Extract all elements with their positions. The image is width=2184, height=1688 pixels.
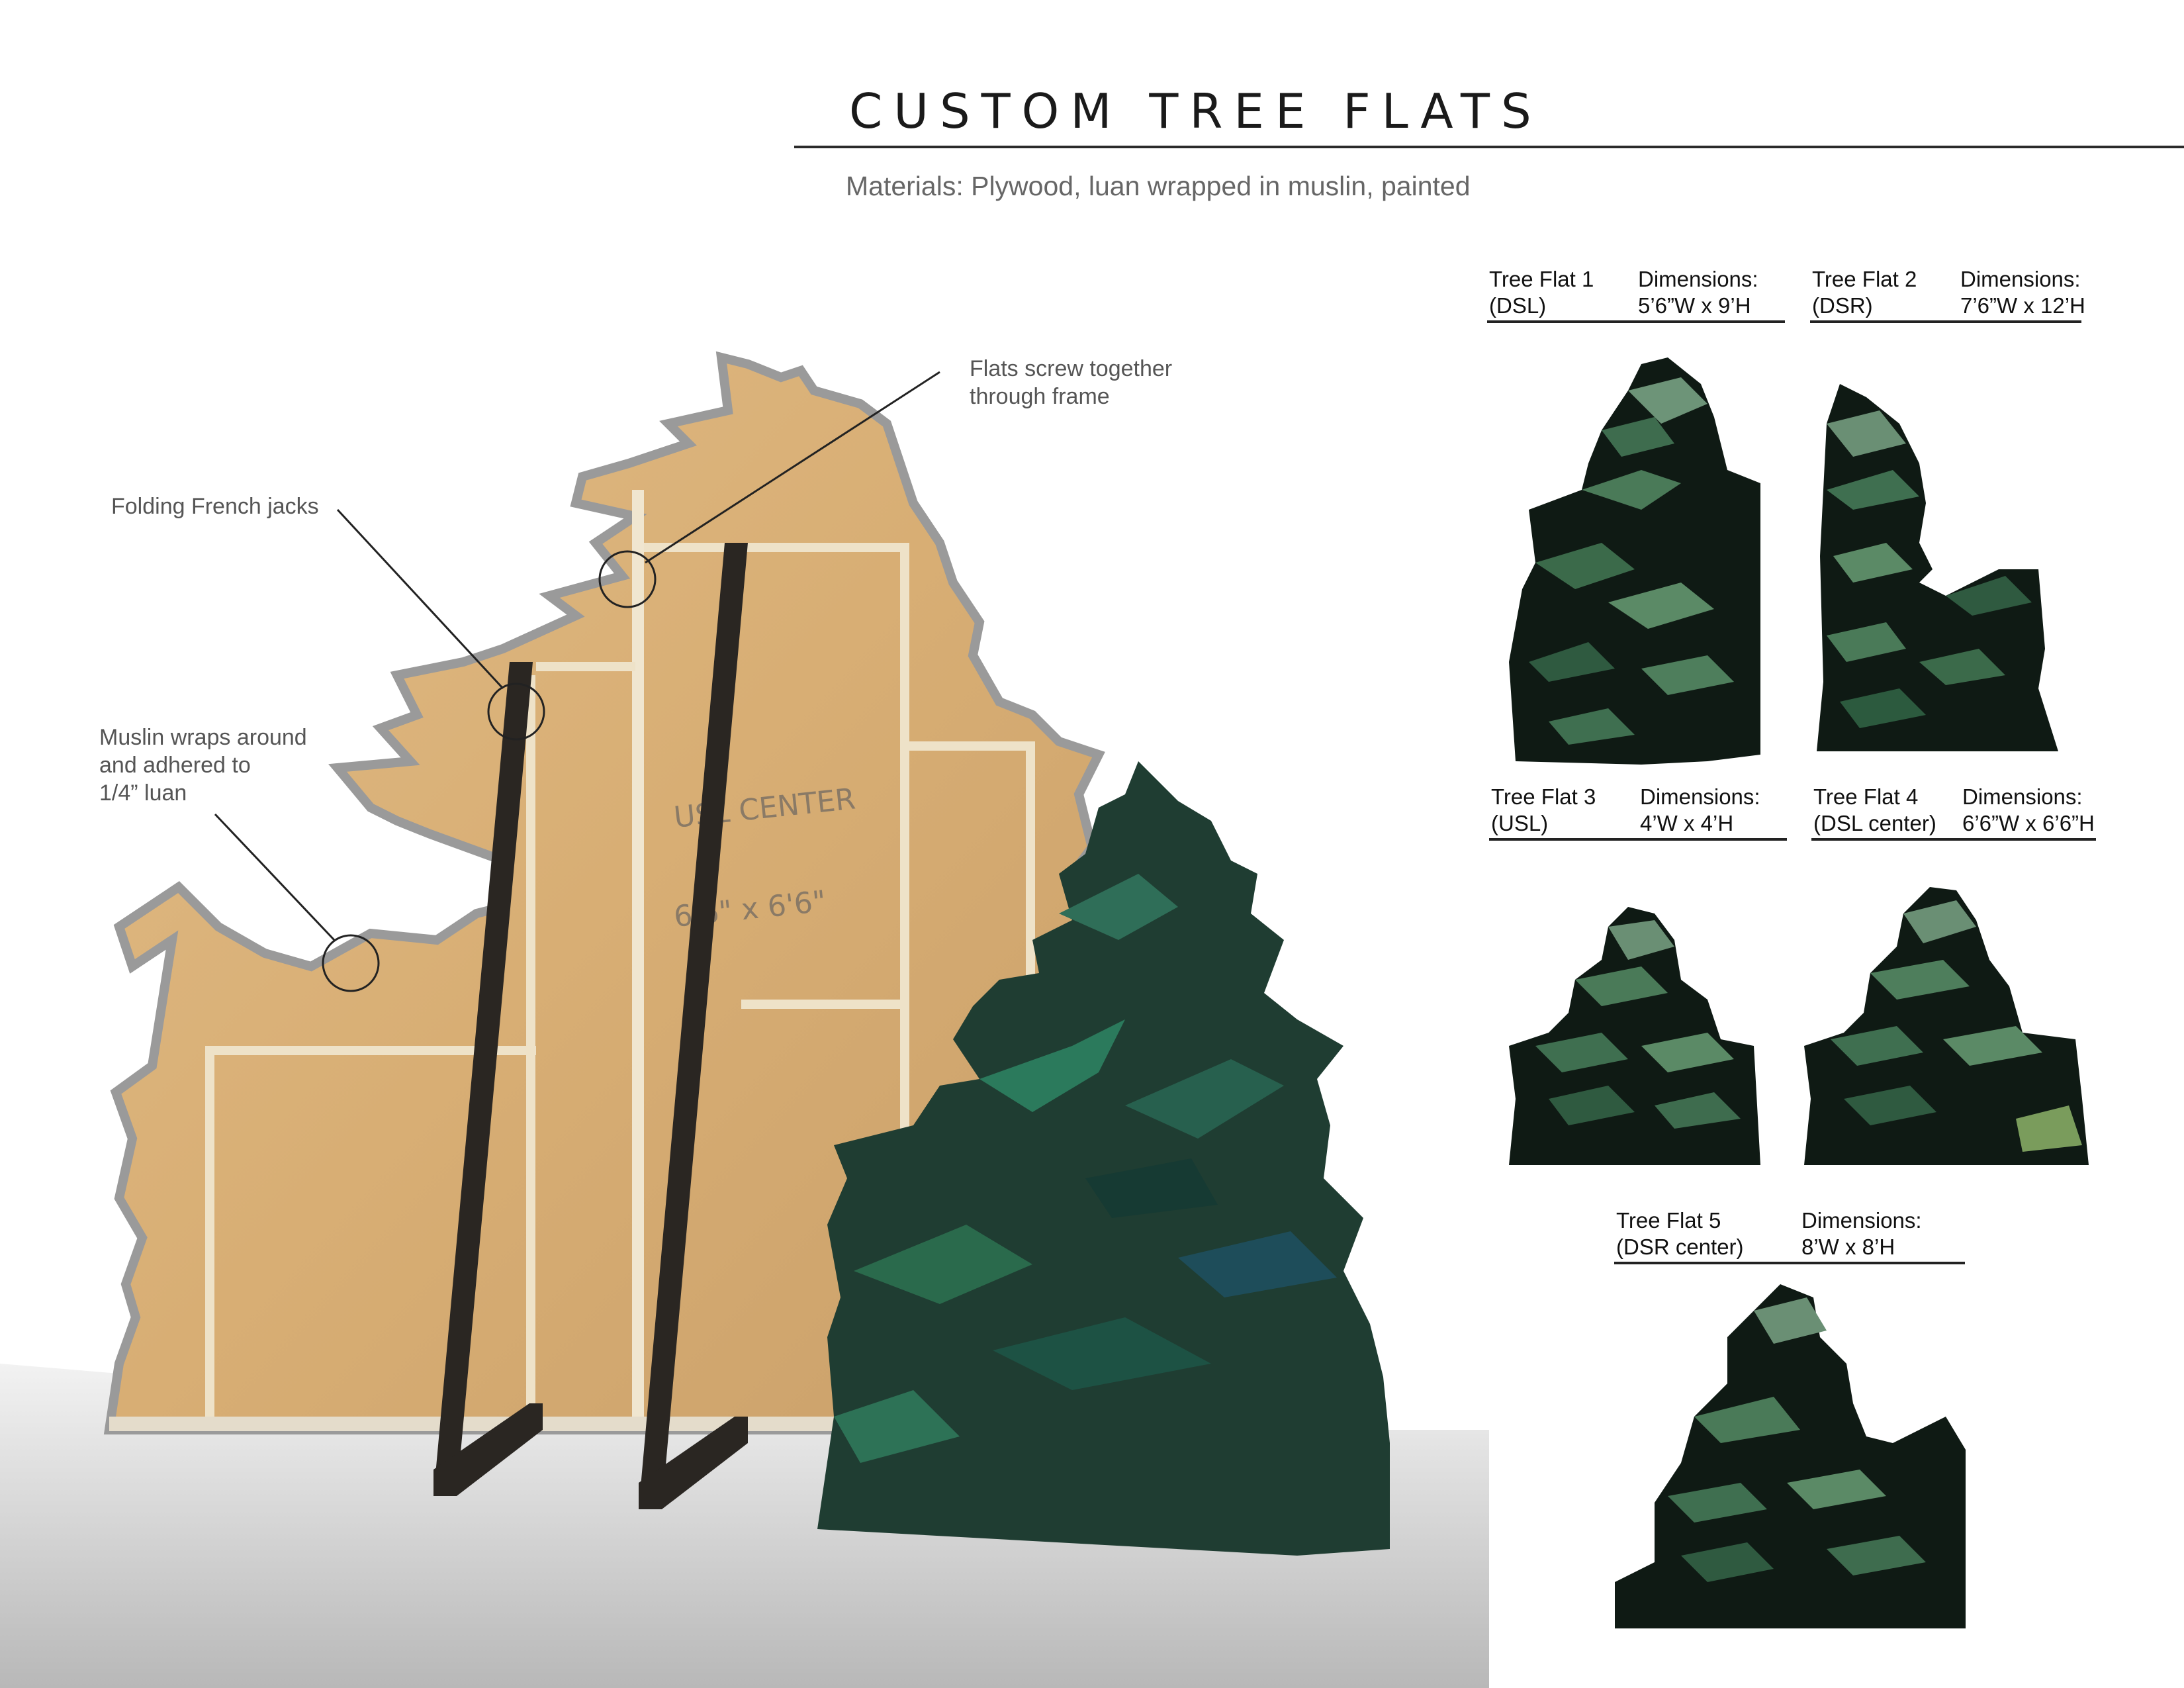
painted-tree-flat-photo [817, 761, 1390, 1556]
tree-flat-4-illustration [1804, 887, 2089, 1165]
french-jacks [433, 543, 748, 1509]
tree-flat-1-name: Tree Flat 1 (DSL) [1489, 267, 1594, 318]
tree-flat-2-dimensions: Dimensions: 7’6”W x 12’H [1960, 267, 2085, 318]
tree-flat-4-rule [1811, 838, 2096, 841]
tree-flat-4-name: Tree Flat 4 (DSL center) [1813, 784, 1936, 835]
tree-flat-5-name: Tree Flat 5 (DSR center) [1616, 1208, 1744, 1259]
callout-leaders [214, 371, 940, 992]
tree-flat-3-dimensions: Dimensions: 4’W x 4’H [1640, 784, 1760, 835]
tree-flat-1-dimensions: Dimensions: 5’6”W x 9’H [1638, 267, 1758, 318]
title-divider [794, 146, 2184, 148]
callout-screw-together: Flats screw together through frame [970, 356, 1173, 409]
tree-flat-5-dimensions: Dimensions: 8’W x 8’H [1801, 1208, 1922, 1259]
materials-line: Materials: Plywood, luan wrapped in musl… [846, 171, 1471, 201]
tree-flat-5-rule [1614, 1262, 1965, 1264]
tree-flat-2-illustration [1817, 384, 2058, 751]
callout-french-jacks: Folding French jacks [111, 494, 319, 519]
tree-flat-4-dimensions: Dimensions: 6’6”W x 6’6”H [1962, 784, 2095, 835]
page-title: CUSTOM TREE FLATS [849, 83, 1543, 139]
construction-photo: USL CENTER 6'6" x 6'6" [0, 351, 1489, 1688]
callout-muslin: Muslin wraps around and adhered to 1/4” … [99, 725, 307, 806]
tree-flat-2-rule [1810, 320, 2081, 323]
tree-flat-3-name: Tree Flat 3 (USL) [1491, 784, 1596, 835]
tree-flat-3-rule [1489, 838, 1787, 841]
tree-flat-5-illustration [1615, 1284, 1966, 1628]
tree-flat-1-illustration [1509, 357, 1760, 765]
tree-flat-1-rule [1487, 320, 1785, 323]
tree-flat-2-name: Tree Flat 2 (DSR) [1812, 267, 1917, 318]
tree-flat-3-illustration [1509, 907, 1760, 1165]
